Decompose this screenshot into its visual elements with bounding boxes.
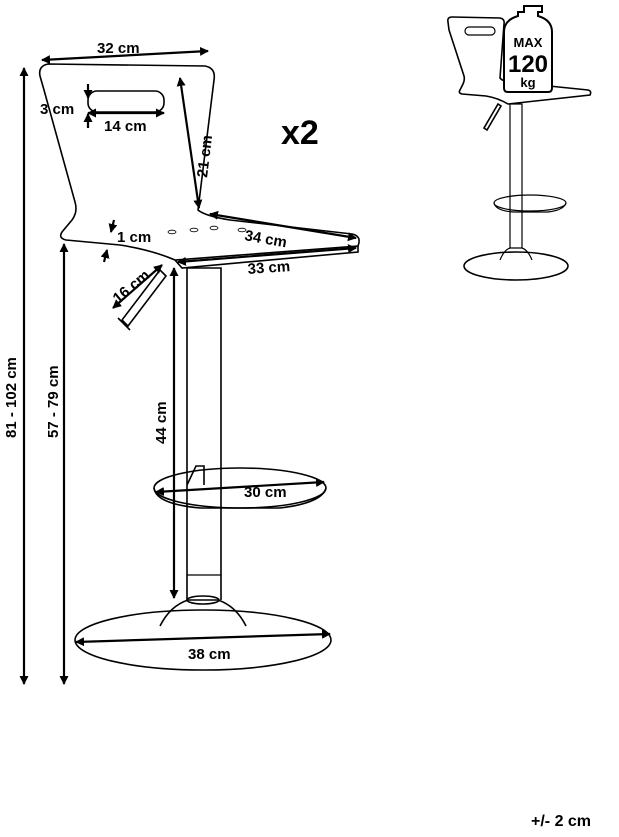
ref-handle-slot	[464, 26, 496, 36]
label-seat-height: 57 - 79 cm	[45, 365, 62, 438]
base-cone	[159, 599, 247, 627]
max-load-value: 120	[508, 51, 548, 78]
ref-base-cone	[499, 247, 533, 261]
gas-column	[186, 267, 222, 600]
max-load-badge: MAX 120 kg	[503, 5, 553, 93]
label-handle-width: 14 cm	[104, 118, 147, 135]
label-seat-thickness: 1 cm	[117, 229, 151, 246]
label-back-height: 21 cm	[194, 134, 216, 178]
label-total-height: 81 - 102 cm	[3, 357, 20, 438]
footrest-ring-thickness	[153, 487, 327, 509]
ref-footrest-ring	[493, 194, 567, 212]
ref-lever	[482, 102, 503, 132]
ref-column	[509, 103, 523, 248]
ref-footrest-ring-thickness	[493, 202, 567, 213]
label-seat-depth-bottom: 33 cm	[247, 258, 291, 278]
dimension-lines	[19, 46, 357, 685]
ref-base-disc	[463, 251, 569, 281]
quantity-label: x2	[281, 114, 319, 152]
label-column-height: 44 cm	[153, 401, 170, 444]
max-load-prefix: MAX	[514, 35, 543, 50]
ref-seat-backrest-shell	[447, 16, 592, 105]
label-seat-width-top: 32 cm	[97, 40, 140, 57]
reference-stool-drawing	[447, 16, 592, 281]
height-lever-tip	[117, 317, 131, 331]
tolerance-note: +/- 2 cm	[531, 813, 591, 830]
weight-icon	[503, 5, 553, 93]
label-base-diameter: 38 cm	[188, 646, 231, 663]
footrest-bracket	[186, 465, 205, 486]
label-handle-height: 3 cm	[40, 101, 74, 118]
label-footrest-diameter: 30 cm	[244, 484, 287, 501]
max-load-unit: kg	[520, 75, 535, 90]
